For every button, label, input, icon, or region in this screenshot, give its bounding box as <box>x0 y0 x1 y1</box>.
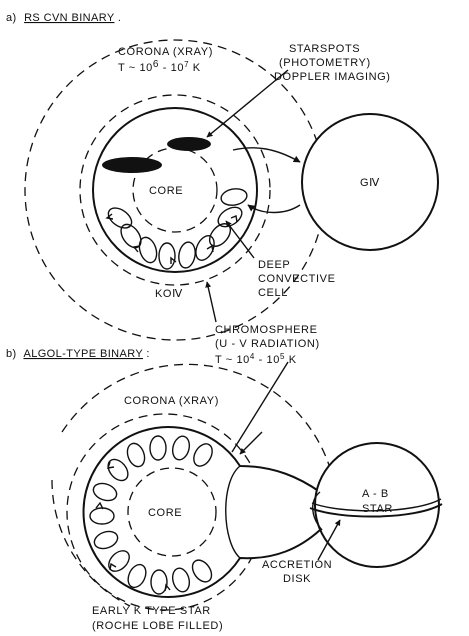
chromosphere-label-1: CHROMOSPHERE <box>215 324 318 336</box>
chromosphere-temp: T ~ 104 - 105 K <box>215 352 297 366</box>
starspots-label-1: STARSPOTS <box>289 43 360 55</box>
starspots-leader <box>207 70 288 137</box>
corona-temp-a: T ~ 106 - 107 K <box>118 59 201 74</box>
chromosphere-leader-a <box>207 282 216 322</box>
panel-a: a) RS CVN BINARY . <box>6 12 438 366</box>
star-label: STAR <box>362 503 393 515</box>
chromosphere-leader-b-long <box>232 362 288 452</box>
corona-label-a: CORONA (XRAY) <box>118 46 213 58</box>
core-label-a: CORE <box>149 185 183 197</box>
starspots-label-2: (PHOTOMETRY) <box>279 57 371 69</box>
core-label-b: CORE <box>148 507 182 519</box>
deep-label-2: CONVECTIVE <box>258 273 336 285</box>
accretion-label-2: DISK <box>283 573 311 585</box>
early-k-star-roche-lobe <box>84 427 320 597</box>
panel-b: b) ALGOL-TYPE BINARY : <box>6 348 442 632</box>
a-b-label: A - B <box>362 488 389 500</box>
starspot-large <box>102 157 162 173</box>
corona-label-b: CORONA (XRAY) <box>124 395 219 407</box>
chromosphere-leader-b <box>240 432 262 454</box>
panel-a-heading: a) RS CVN BINARY . <box>6 12 121 24</box>
accretion-label-1: ACCRETION <box>262 559 332 571</box>
panel-b-heading: b) ALGOL-TYPE BINARY : <box>6 348 150 360</box>
starspots-label-3: DOPPLER IMAGING) <box>274 71 391 83</box>
k0iv-label: KOⅣ <box>155 288 183 300</box>
deep-label-3: CELL <box>258 287 288 299</box>
starspot-small <box>167 137 211 151</box>
primary-label-b-2: (ROCHE LOBE FILLED) <box>92 620 223 632</box>
chromosphere-label-2: (U - V RADIATION) <box>215 338 320 350</box>
giv-label: GⅣ <box>360 177 380 189</box>
deep-label-1: DEEP <box>258 259 290 271</box>
primary-label-b-1: EARLY K TYPE STAR <box>92 605 211 617</box>
